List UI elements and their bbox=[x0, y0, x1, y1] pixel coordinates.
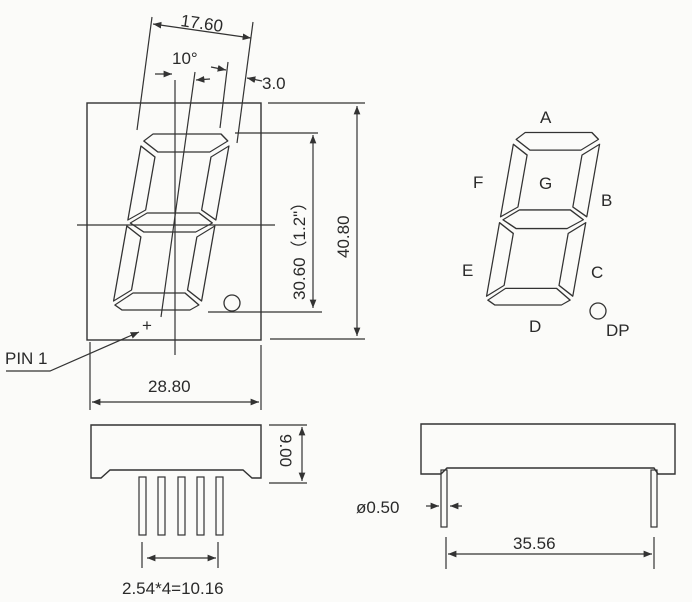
segment-label-d: D bbox=[529, 317, 541, 336]
digit-outline bbox=[111, 133, 232, 311]
pin bbox=[215, 476, 224, 536]
side-view: 9.00 2.54*4=10.16 bbox=[90, 424, 307, 598]
pin bbox=[440, 469, 448, 528]
dim-row-spacing: 35.56 bbox=[513, 534, 556, 553]
segment-label-c: C bbox=[591, 263, 603, 282]
dim-segment-width: 3.0 bbox=[262, 74, 286, 93]
dim-thickness: 9.00 bbox=[276, 434, 295, 467]
segment-label-b: B bbox=[601, 191, 612, 210]
pin bbox=[138, 476, 147, 536]
pin1-mark: + bbox=[142, 316, 152, 335]
segment-map: A F G B E C D DP bbox=[462, 108, 630, 340]
decimal-point bbox=[223, 294, 241, 312]
dim-pin-pitch: 2.54*4=10.16 bbox=[122, 579, 224, 598]
dim-body-width: 28.80 bbox=[148, 377, 191, 396]
pin bbox=[196, 476, 205, 536]
end-view: ø0.50 35.56 bbox=[356, 423, 676, 569]
segment-dp-dot bbox=[589, 302, 607, 320]
pin bbox=[157, 476, 166, 536]
dim-body-height: 40.80 bbox=[334, 215, 353, 258]
segment-label-g: G bbox=[539, 174, 552, 193]
segment-label-dp: DP bbox=[606, 321, 630, 340]
display-body bbox=[86, 102, 262, 341]
pin1-label: PIN 1 bbox=[5, 349, 48, 368]
pin bbox=[177, 476, 186, 536]
pin bbox=[650, 469, 658, 528]
dim-digit-height: 30.60（1.2"） bbox=[290, 194, 309, 300]
segment-label-e: E bbox=[462, 261, 473, 280]
front-view: 17.60 10° 3.0 30.60（1.2"） 40.80 + PIN 1 … bbox=[5, 11, 365, 410]
dim-digit-width: 17.60 bbox=[179, 11, 224, 36]
segment-label-f: F bbox=[473, 173, 483, 192]
dim-slant: 10° bbox=[172, 49, 198, 68]
segment-label-a: A bbox=[540, 108, 552, 127]
dim-pin-diameter: ø0.50 bbox=[356, 498, 399, 517]
